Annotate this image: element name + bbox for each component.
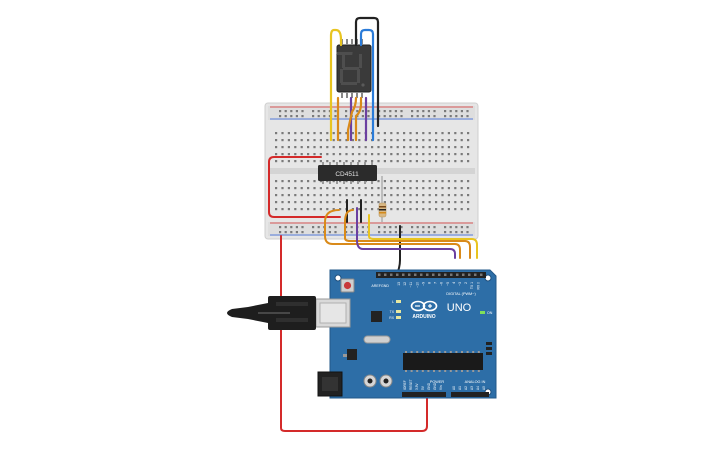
on-led: [480, 311, 485, 314]
wire-yellow-display: [329, 28, 343, 142]
tx-led: [396, 310, 401, 313]
digital-pin-label: ~10: [415, 282, 419, 288]
power-label: POWER: [430, 380, 445, 384]
digital-pin-label: ~5: [446, 282, 450, 286]
digital-pin-label: RX 0: [476, 282, 480, 290]
digital-pin-label: ~6: [440, 282, 444, 286]
digital-pin-label: ~3: [458, 282, 462, 286]
dc-power-jack[interactable]: [317, 371, 343, 397]
display-wires[interactable]: [329, 16, 380, 142]
model-label: UNO: [447, 302, 472, 314]
icsp-header: [486, 342, 492, 355]
wire-red-5v: [280, 235, 428, 432]
usb-connector[interactable]: [315, 298, 351, 328]
power-pin-label: 3.3V: [415, 383, 419, 390]
digital-pin-label: 8: [428, 282, 432, 284]
digital-pin-label: 13: [397, 282, 401, 286]
power-pin-label: Vin: [439, 385, 443, 390]
power-pin-label: GND: [427, 382, 431, 390]
digital-label: DIGITAL (PWM~): [446, 292, 476, 296]
digital-pin-label: ~9: [421, 282, 425, 286]
tx-label: TX: [390, 310, 395, 314]
crystal: [363, 335, 391, 344]
wire-orange-display-2: [354, 96, 363, 142]
digital-pin-label: 7: [434, 282, 438, 284]
usb-chip: [371, 311, 382, 322]
wire-orange-1: [324, 209, 461, 259]
analog-pin-label: A0: [452, 386, 456, 390]
voltage-regulator: [347, 349, 357, 360]
analog-pin-label: A2: [464, 386, 468, 390]
l-label: L: [392, 300, 394, 304]
wire-yellow-1: [368, 214, 478, 259]
l-led: [396, 300, 401, 303]
analog-pin-label: A3: [470, 386, 474, 390]
display-segments: [336, 52, 362, 85]
power-pin-label: 5V: [421, 385, 425, 390]
rx-label: RX: [389, 316, 394, 320]
gnd-label-top: GND: [381, 284, 389, 288]
digital-pin-label: 2: [464, 282, 468, 284]
header-plugs: [452, 258, 480, 272]
digital-pin-label: 12: [403, 282, 407, 286]
wire-blue-display: [359, 28, 375, 142]
analog-pin-label: A5: [482, 386, 486, 390]
wire-orange-display-1: [346, 96, 358, 142]
analog-pin-label: A1: [458, 386, 462, 390]
seven-segment-display[interactable]: [336, 39, 372, 98]
brand-label: ARDUINO: [412, 314, 435, 320]
analog-pin-label: A4: [476, 386, 480, 390]
digital-pin-label: ~11: [409, 282, 413, 288]
power-pin-label: GND: [433, 382, 437, 390]
wire-black-display: [354, 16, 380, 128]
digital-header[interactable]: [376, 272, 486, 278]
analog-header[interactable]: [451, 392, 489, 397]
digital-pin-label: 4: [452, 282, 456, 284]
chip-label: CD4511: [335, 171, 359, 178]
usb-cable[interactable]: [227, 296, 316, 330]
power-header[interactable]: [402, 392, 446, 397]
power-pin-label: RESET: [409, 379, 413, 390]
breadboard-holes[interactable]: [275, 110, 470, 234]
cd4511-chip[interactable]: CD4511: [318, 162, 377, 184]
aref-label: AREF: [371, 284, 381, 288]
breadboard-arduino-wires[interactable]: [268, 156, 478, 432]
power-pin-label: IOREF: [403, 380, 407, 390]
digital-pin-label: TX 1: [470, 282, 474, 289]
arduino-logo: [410, 300, 438, 312]
atmega-chip: [403, 353, 483, 370]
wire-red-power-top: [268, 156, 341, 218]
resistor[interactable]: [378, 176, 387, 222]
rx-led: [396, 316, 401, 319]
wire-purple-1: [356, 207, 456, 259]
wire-orange-2: [344, 209, 471, 259]
analog-label: ANALOG IN: [465, 380, 486, 384]
on-label: ON: [487, 311, 493, 315]
